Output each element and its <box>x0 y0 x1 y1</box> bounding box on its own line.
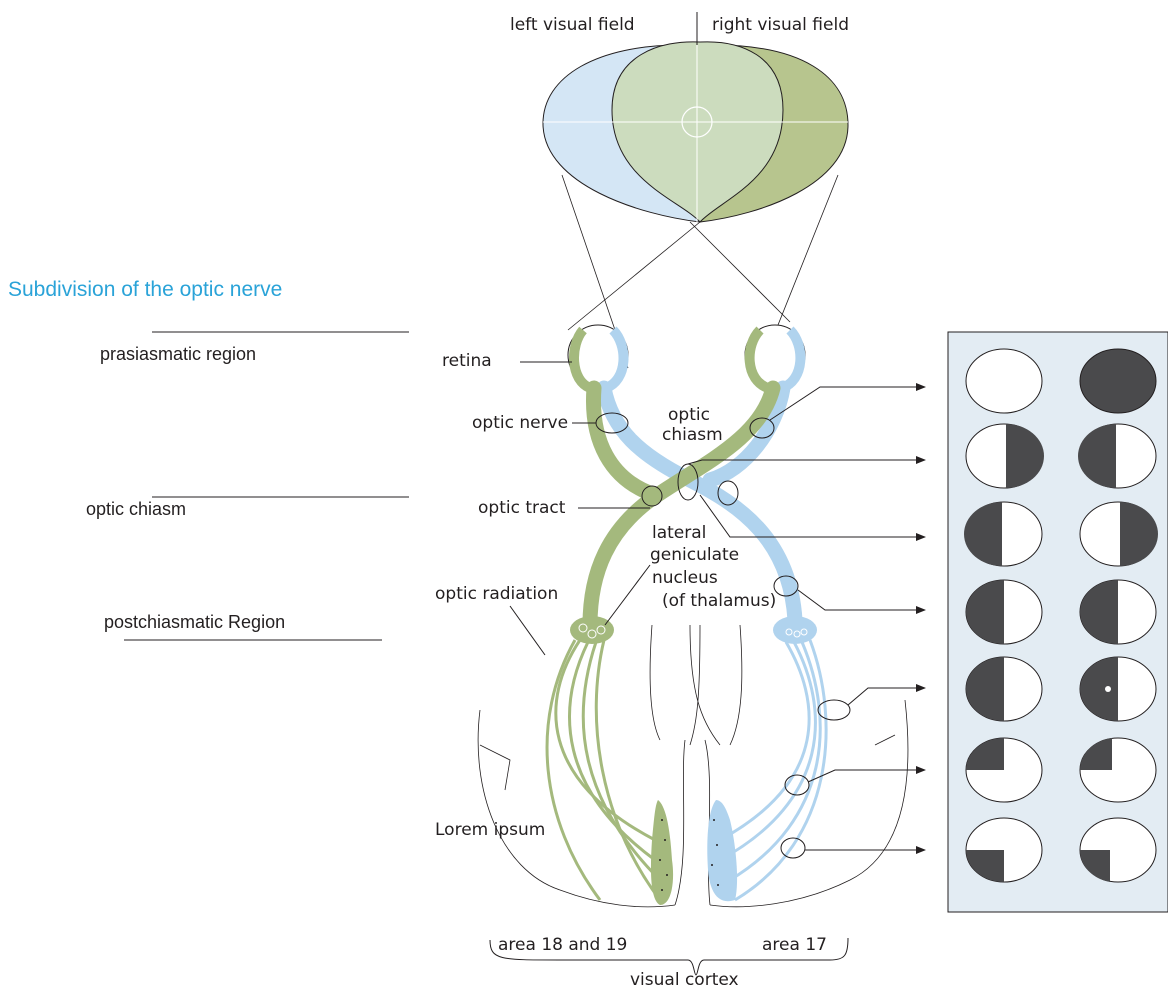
region-chiasm: optic chiasm <box>86 499 186 519</box>
optic-radiation-label: optic radiation <box>435 584 558 604</box>
area-17-label: area 17 <box>762 935 827 955</box>
retina-label: retina <box>442 351 492 371</box>
optic-tract-label: optic tract <box>478 498 566 518</box>
brain-outline <box>478 625 908 907</box>
defect-r1-right <box>1080 349 1156 413</box>
defect-r1-left <box>966 349 1042 413</box>
lgn-label-1: lateral <box>652 523 706 543</box>
defect-r5-left <box>966 657 1042 721</box>
region-prechiasmatic: prasiasmatic region <box>100 344 256 364</box>
defect-r2-left <box>966 424 1044 488</box>
optic-radiation-left <box>547 640 660 900</box>
defect-r5-right <box>1080 657 1156 721</box>
defect-r3-right <box>1080 502 1158 566</box>
optic-chiasm-label-1: optic <box>668 405 710 425</box>
lgn-label-3: nucleus <box>652 568 718 588</box>
lgn-label-4: (of thalamus) <box>662 591 776 611</box>
optic-chiasm-label-2: chiasm <box>662 425 723 445</box>
left-visual-field-label: left visual field <box>510 15 635 35</box>
defect-r3-left <box>964 502 1042 566</box>
visual-cortex-label: visual cortex <box>630 970 739 990</box>
defect-r2-right <box>1078 424 1156 488</box>
defect-r6-left <box>966 738 1042 802</box>
area-18-19-label: area 18 and 19 <box>498 935 627 955</box>
region-list: prasiasmatic region optic chiasm postchi… <box>86 332 409 640</box>
defect-r7-left <box>966 818 1042 882</box>
right-visual-field-label: right visual field <box>712 15 849 35</box>
defect-r4-left <box>966 580 1042 644</box>
optic-nerve-label: optic nerve <box>472 413 568 433</box>
heading: Subdivision of the optic nerve <box>8 278 282 301</box>
right-eye <box>745 325 805 388</box>
lgn-label-2: geniculate <box>650 545 739 565</box>
region-postchiasmatic: postchiasmatic Region <box>104 612 285 632</box>
defect-r4-right <box>1080 580 1156 644</box>
lgn-right <box>773 616 817 644</box>
visual-field-group: left visual field right visual field <box>510 12 849 222</box>
defect-r7-right <box>1080 818 1156 882</box>
defect-panel <box>948 332 1168 912</box>
cortex-area-blue <box>707 800 737 901</box>
defect-r6-right <box>1080 738 1156 802</box>
lorem-label: Lorem ipsum <box>435 820 545 840</box>
left-eye <box>568 325 628 388</box>
